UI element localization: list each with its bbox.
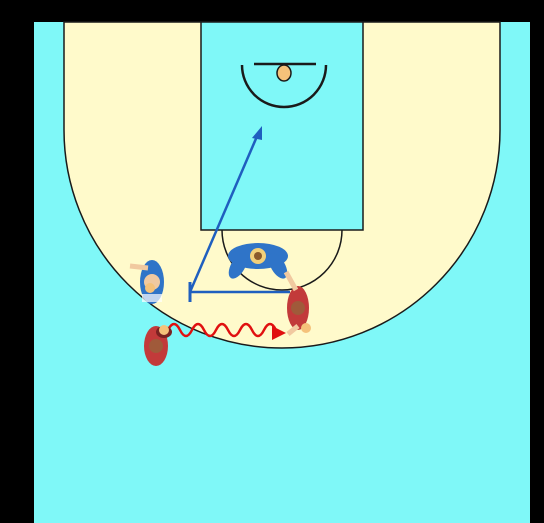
paint-key [201, 22, 363, 230]
basket-rim [277, 65, 291, 81]
